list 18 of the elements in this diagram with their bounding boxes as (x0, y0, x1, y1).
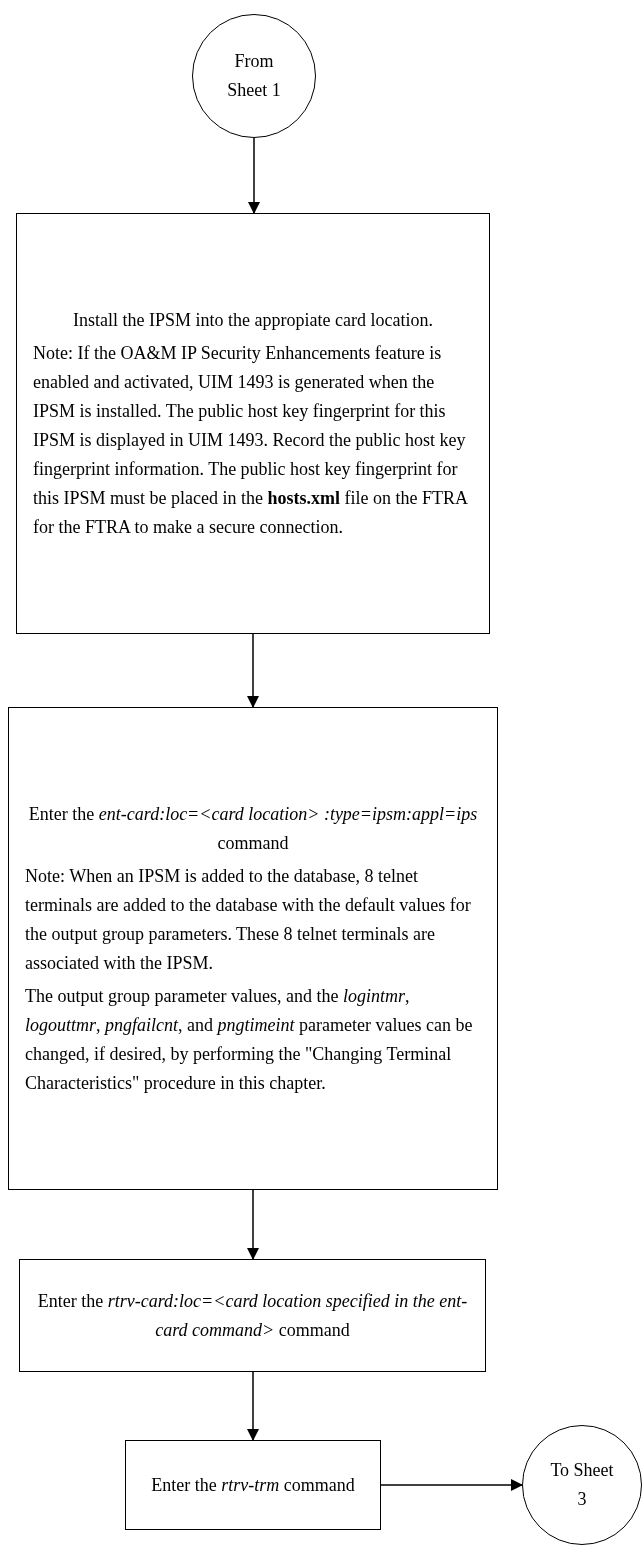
step-text: Enter the ent-card:loc=<card location> :type=ipsm:appl=ips command (27, 802, 479, 855)
flow-arrow (247, 1371, 259, 1441)
flow-arrow (247, 1189, 259, 1260)
note-text: Note: When an IPSM is added to the database, 8 telnet terminals are added to the database with the default values for the output group parameters. These 8 telnet terminals are associated with the IPSM. (25, 864, 472, 975)
flow-arrow (247, 633, 259, 708)
flow-arrow (380, 1479, 523, 1491)
connector-label: To Sheet 3 (549, 1459, 615, 1511)
flow-arrow (248, 137, 260, 214)
note-text: Note: If the OA&M IP Security Enhancements feature is enabled and activated, UIM 1493 is generated when the IPSM is installed. The public host key fingerprint for this IPSM is displayed in UIM 1493. Record the public host key fingerprint information. The public host key fingerprint for this IPSM must be placed in the hosts.xml file on the FTRA for the FTRA to make a secure connection. (33, 341, 469, 539)
note-text: The output group parameter values, and the logintmr, logouttmr, pngfailcnt, and pngtimeint parameter values can be changed, if desired, by performing the "Changing Terminal Characteristics" procedure in this chapter. (25, 984, 474, 1095)
process-box (16, 213, 490, 634)
connector-label: From Sheet 1 (226, 50, 282, 102)
process-box (125, 1440, 381, 1530)
process-box (19, 1259, 486, 1372)
step-text: Install the IPSM into the appropiate card location. (72, 308, 434, 332)
step-text: Enter the rtrv-trm command (150, 1473, 356, 1497)
process-box (8, 707, 498, 1190)
step-text: Enter the rtrv-card:loc=<card location specified in the ent-card command> command (36, 1289, 469, 1342)
